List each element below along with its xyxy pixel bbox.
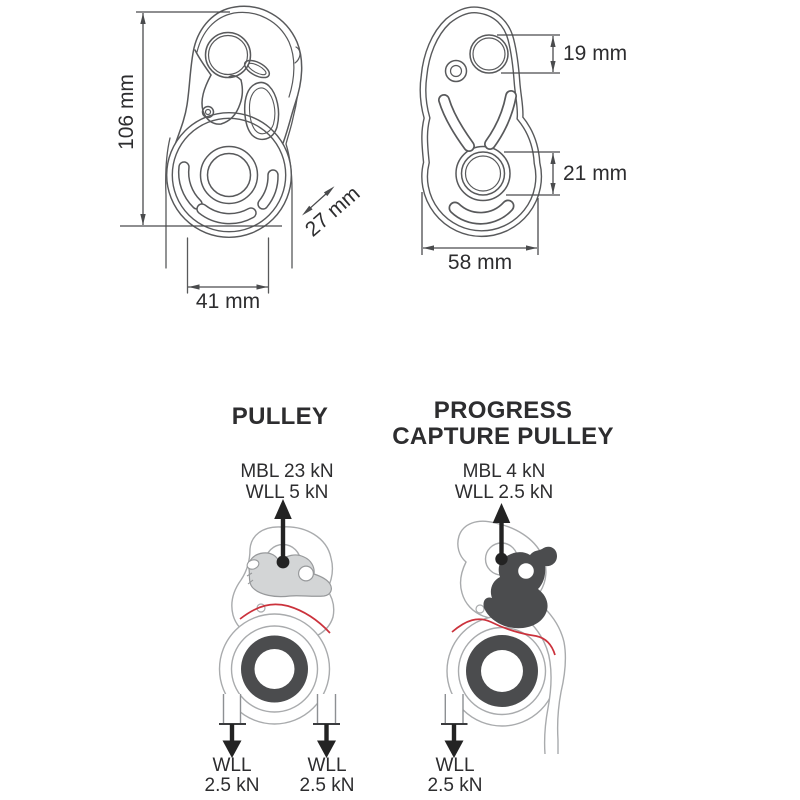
pulley-left-rope-rating: WLL 2.5 kN <box>205 756 260 796</box>
progress-capture-diagram <box>441 503 567 758</box>
progress-capture-title-line2: CAPTURE PULLEY <box>392 423 614 450</box>
pulley-mode-diagram <box>218 499 340 758</box>
side-bottom-hole-dimension-label: 21 mm <box>563 162 628 185</box>
pulley-right-rope-wll: WLL <box>307 755 347 776</box>
side-view-dimensions <box>421 34 560 255</box>
pulley-right-rope-rating: WLL 2.5 kN <box>300 756 355 796</box>
progress-capture-rope-rating: WLL 2.5 kN <box>428 756 483 796</box>
progress-capture-rope-wll: WLL <box>435 755 475 776</box>
pulley-right-rope-value: 2.5 kN <box>299 775 355 796</box>
front-view-drawing <box>164 5 303 294</box>
front-view-dimensions <box>120 11 335 290</box>
side-view-drawing <box>419 6 543 237</box>
pulley-left-rope-wll: WLL <box>212 755 252 776</box>
side-width-dimension-label: 58 mm <box>447 251 513 274</box>
progress-capture-title: PROGRESS CAPTURE PULLEY <box>392 398 614 450</box>
pulley-left-rope-value: 2.5 kN <box>204 775 260 796</box>
pulley-anchor-rating: MBL 23 kN WLL 5 kN <box>240 461 333 503</box>
progress-capture-wll-value: WLL 2.5 kN <box>454 482 554 503</box>
pulley-wll-value: WLL 5 kN <box>245 482 329 503</box>
side-top-hole-dimension-label: 19 mm <box>563 42 628 65</box>
progress-capture-anchor-rating: MBL 4 kN WLL 2.5 kN <box>455 461 554 503</box>
front-width-dimension-label: 41 mm <box>195 290 261 313</box>
pulley-mode-title: PULLEY <box>231 403 329 430</box>
progress-capture-mbl-value: MBL 4 kN <box>462 461 546 482</box>
front-height-dimension-label: 106 mm <box>115 74 138 150</box>
progress-capture-title-line1: PROGRESS <box>433 397 573 424</box>
pulley-mbl-value: MBL 23 kN <box>240 461 334 482</box>
progress-capture-rope-value: 2.5 kN <box>427 775 483 796</box>
